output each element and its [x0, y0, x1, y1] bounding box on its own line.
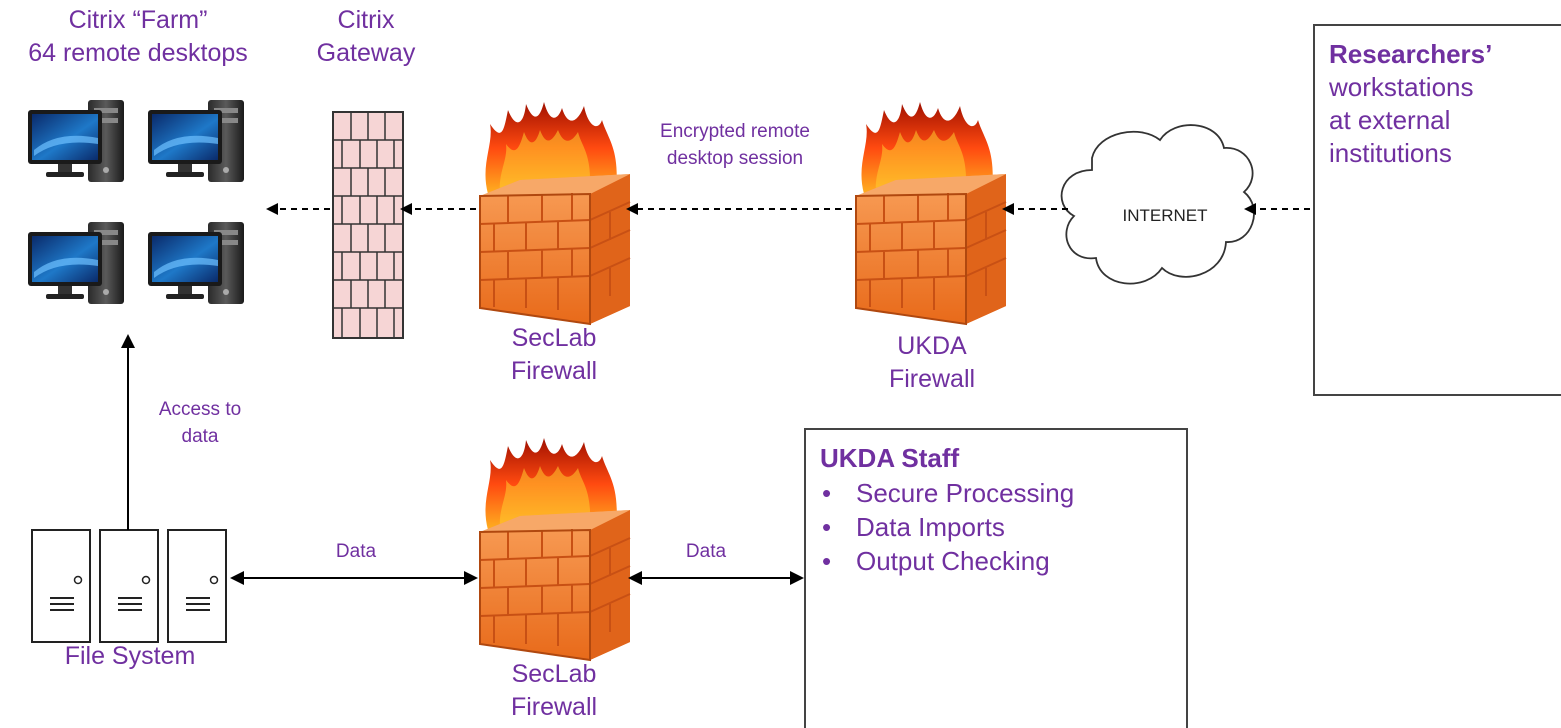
researchers-line2: workstations [1329, 72, 1474, 102]
seclab-bottom-line1: SecLab [511, 660, 597, 688]
ukda-firewall-label: UKDA Firewall [862, 330, 1002, 396]
researchers-box: Researchers’ workstations at external in… [1313, 24, 1561, 396]
access-line1: Access to [158, 399, 242, 420]
ukda-firewall-line1: UKDA [897, 332, 967, 360]
session-line1: Encrypted remote [660, 121, 810, 142]
citrix-farm-label: Citrix “Farm” 64 remote desktops [0, 4, 276, 70]
server-icon [31, 529, 91, 643]
citrix-farm-subtitle: 64 remote desktops [28, 39, 248, 67]
firewall-icon [855, 101, 1007, 325]
server-icon [99, 529, 159, 643]
internet-label: INTERNET [1122, 206, 1208, 225]
brick-wall-gateway-icon [332, 111, 404, 339]
gateway-line1: Citrix [337, 6, 395, 34]
staff-title: UKDA Staff [820, 443, 960, 473]
desktop-computer-icon [148, 100, 244, 182]
cloud-icon [1060, 124, 1255, 285]
server-icon [167, 529, 227, 643]
data-label-left: Data [335, 541, 377, 562]
gateway-line2: Gateway [316, 39, 416, 67]
access-line2: data [181, 426, 219, 447]
staff-duties-list: •Secure Processing •Data Imports •Output… [814, 476, 1074, 578]
access-to-data-label: Access to data [140, 396, 260, 450]
seclab-top-line1: SecLab [511, 324, 597, 352]
firewall-icon [479, 437, 631, 661]
seclab-firewall-top-label: SecLab Firewall [484, 322, 624, 388]
desktop-computer-icon [28, 100, 124, 182]
researchers-line3: at external [1329, 105, 1451, 135]
citrix-farm-title: Citrix “Farm” [68, 6, 208, 34]
encrypted-session-label: Encrypted remote desktop session [620, 118, 850, 172]
list-item: •Data Imports [822, 512, 1005, 542]
seclab-top-line2: Firewall [510, 357, 598, 385]
list-item: •Secure Processing [822, 478, 1075, 508]
desktop-computer-icon [28, 222, 124, 304]
researchers-line4: institutions [1329, 138, 1452, 168]
desktop-computer-icon [148, 222, 244, 304]
list-item: •Output Checking [822, 546, 1050, 576]
file-system-label: File System [64, 642, 196, 670]
seclab-firewall-bottom-label: SecLab Firewall [484, 658, 624, 724]
researchers-title: Researchers’ [1329, 39, 1493, 69]
seclab-bottom-line2: Firewall [510, 693, 598, 721]
firewall-icon [479, 101, 631, 325]
ukda-firewall-line2: Firewall [888, 365, 976, 393]
citrix-gateway-label: Citrix Gateway [296, 4, 436, 70]
session-line2: desktop session [666, 148, 804, 169]
data-label-right: Data [685, 541, 727, 562]
ukda-staff-box: UKDA Staff •Secure Processing •Data Impo… [804, 428, 1188, 728]
